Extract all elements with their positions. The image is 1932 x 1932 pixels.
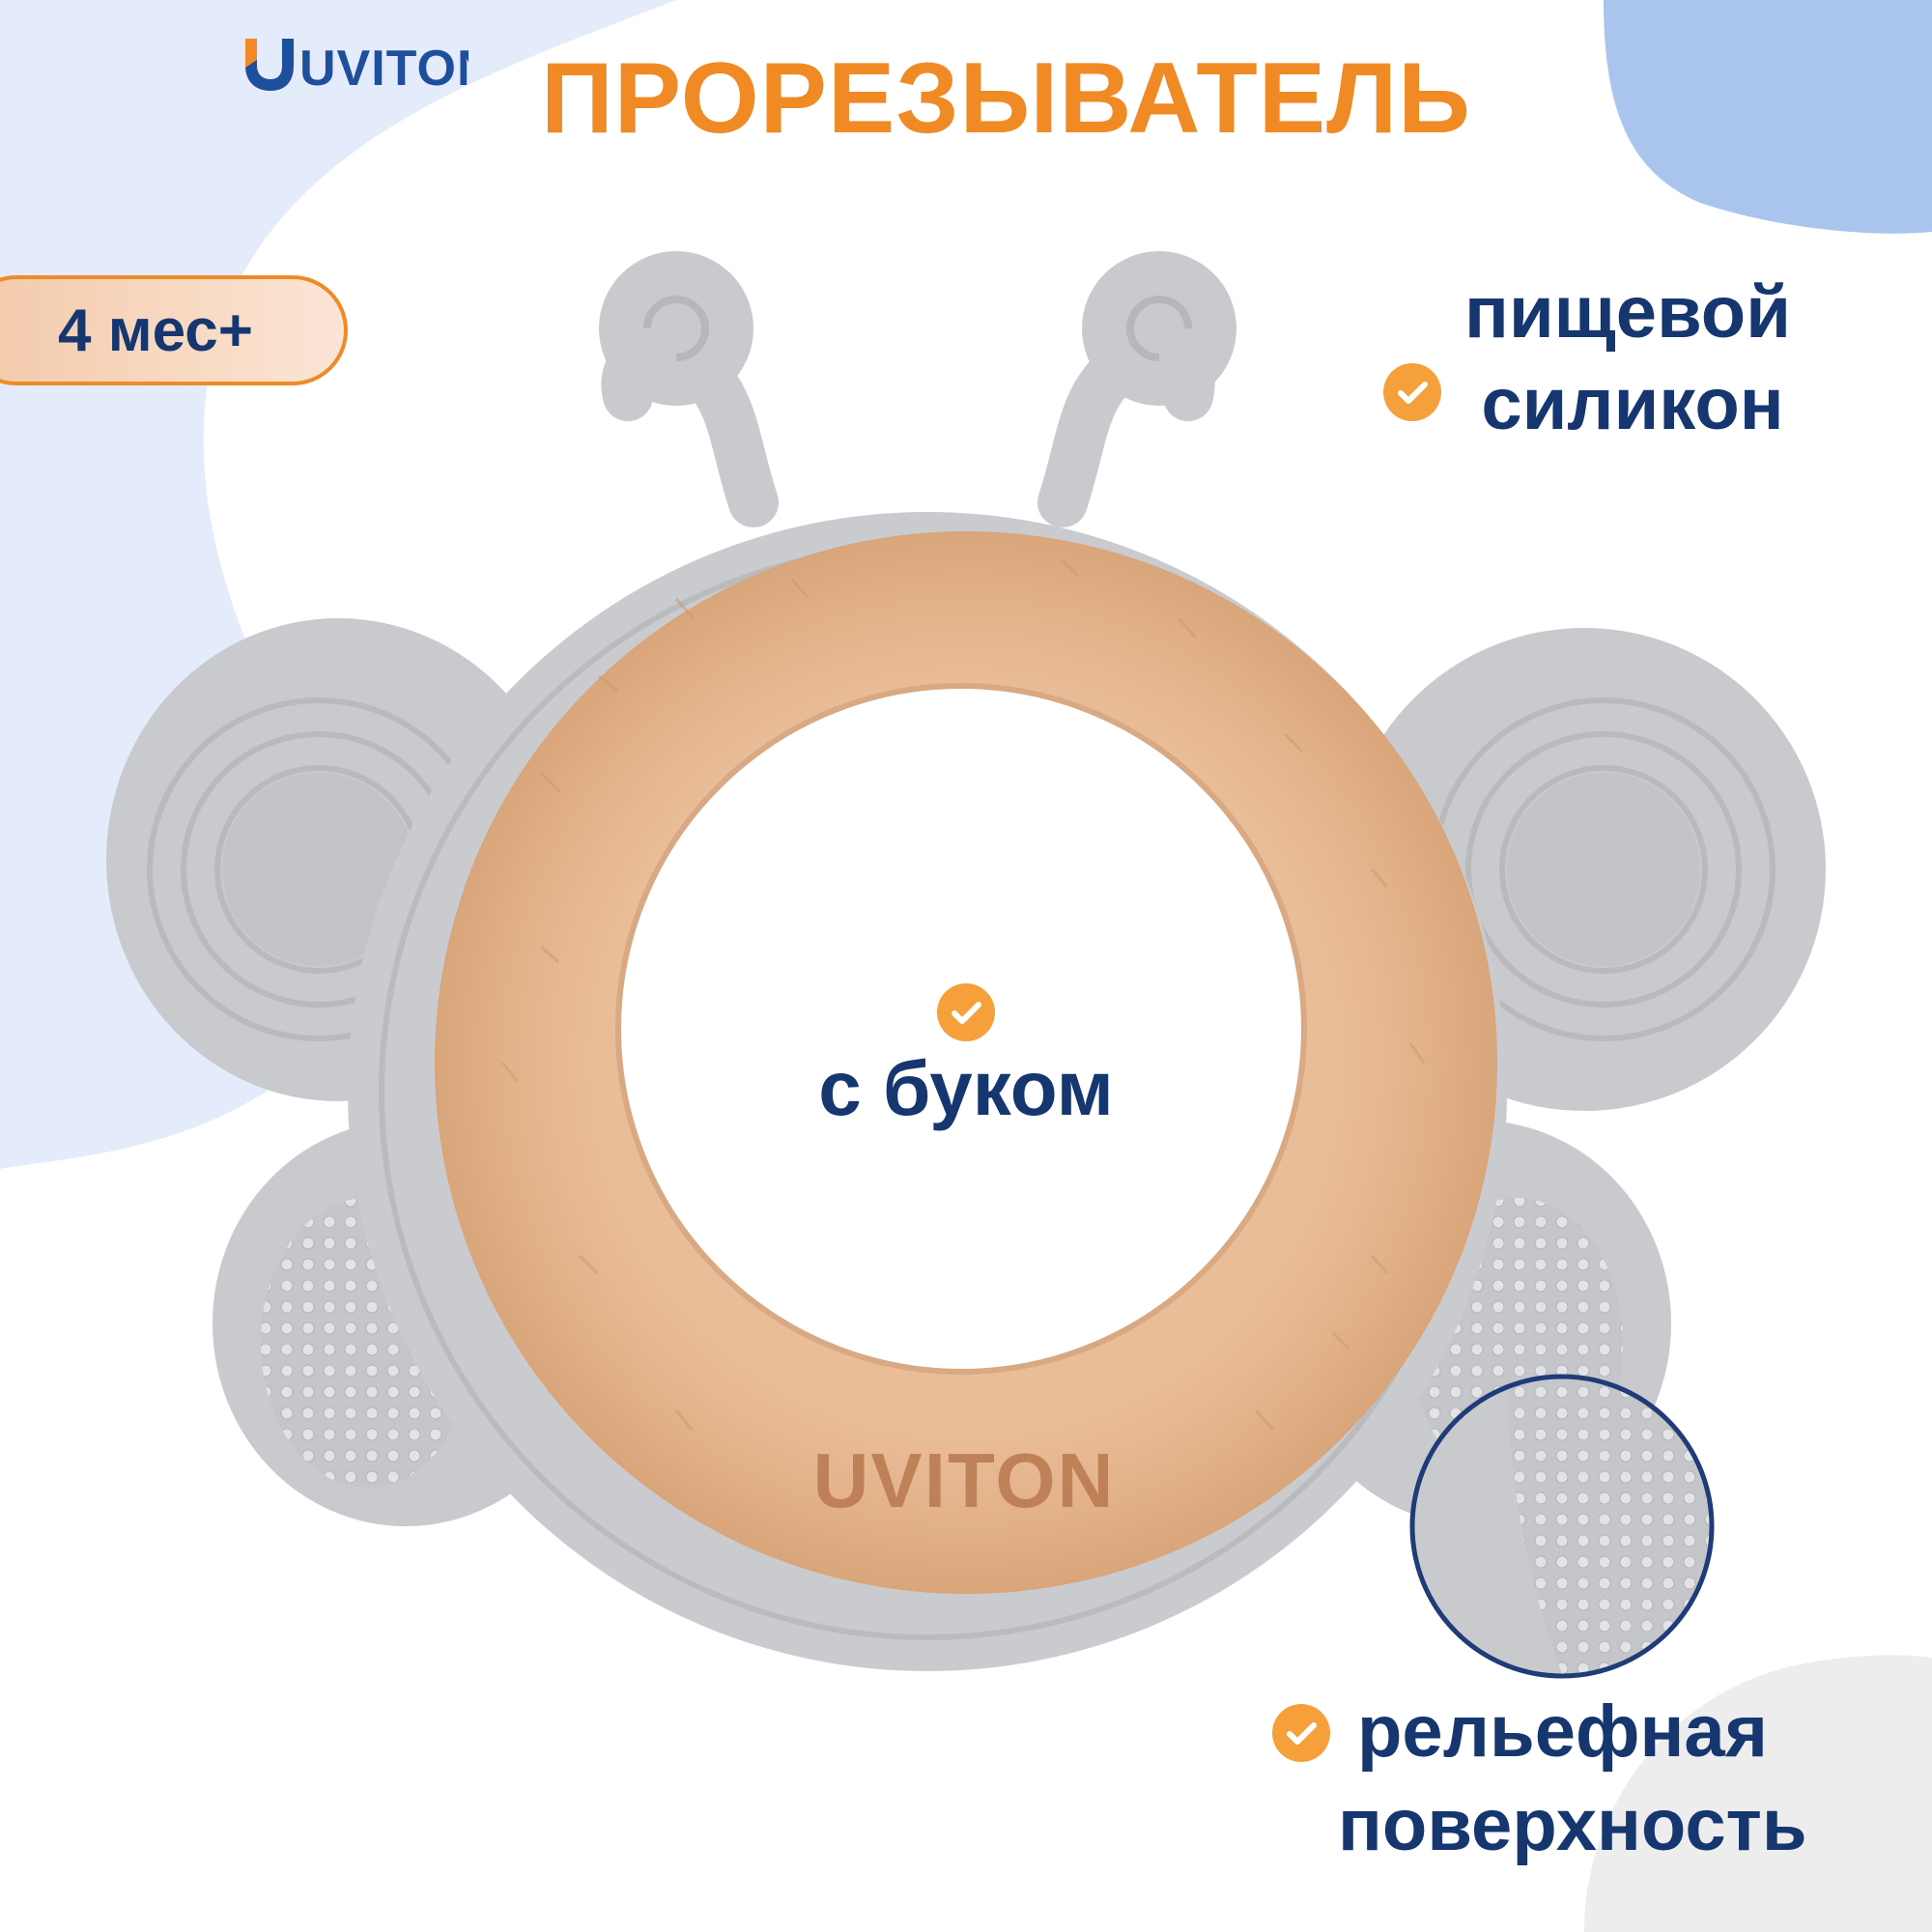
feature-beech: с буком xyxy=(818,1045,1114,1131)
ring-hole-edge xyxy=(615,683,1307,1375)
check-icon xyxy=(937,983,995,1041)
texture-zoom-lens xyxy=(1409,1374,1715,1679)
antenna-right xyxy=(1037,251,1236,527)
page-title: ПРОРЕЗЫВАТЕЛЬ xyxy=(541,43,1471,155)
antenna-left xyxy=(599,251,779,527)
feature-silicone-line2: силикон xyxy=(1481,363,1784,445)
wood-engraving: UVITON xyxy=(813,1437,1116,1523)
feature-silicone-line1: пищевой xyxy=(1464,271,1791,354)
check-icon-glyph xyxy=(1287,1722,1317,1745)
feature-relief-line1: рельефная xyxy=(1357,1690,1768,1773)
bg-blue-blob-top-right xyxy=(1604,0,1932,234)
age-badge-label: 4 мес+ xyxy=(58,298,253,364)
bg-grey-blob-bottom-right xyxy=(1584,1655,1932,1932)
brand-logo: UVITON xyxy=(245,39,469,95)
check-icon-glyph xyxy=(1398,382,1428,404)
check-icon-glyph xyxy=(952,1002,981,1024)
logo-wordmark: UVITON xyxy=(299,41,469,95)
age-badge xyxy=(0,275,348,385)
feature-relief-line2: поверхность xyxy=(1338,1784,1807,1866)
wood-grain xyxy=(500,558,1426,1432)
logo-u-mark xyxy=(245,39,294,91)
check-icon xyxy=(1272,1704,1330,1762)
check-icon xyxy=(1383,363,1441,421)
